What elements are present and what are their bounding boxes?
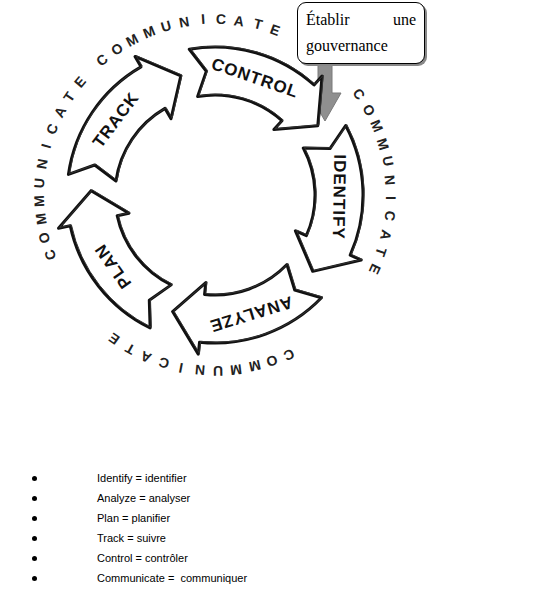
translation-item: Communicate = communiquer	[97, 572, 247, 585]
list-bullet	[32, 576, 37, 581]
ring-label: COMMUNICATE	[30, 72, 90, 265]
list-bullet	[32, 476, 37, 481]
arrow-outline	[173, 264, 322, 354]
callout-box: Établir une gouvernance	[297, 2, 425, 64]
callout-text: Établir une gouvernance	[306, 7, 416, 59]
ring-letter: C	[282, 346, 297, 363]
ring-letter: M	[124, 31, 141, 49]
ring-letter: A	[139, 349, 154, 366]
ring-letter: O	[265, 353, 280, 370]
ring-letter: A	[379, 228, 395, 241]
sketch-stroke	[174, 264, 323, 354]
list-bullet	[32, 496, 37, 501]
ring-label: COMMUNICATE	[92, 10, 285, 70]
cycle-arrow: IDENTIFY	[291, 121, 367, 276]
ring-letter: I	[178, 361, 184, 375]
ring-letter: A	[233, 13, 245, 28]
cycle-arrow: PLAN	[54, 186, 176, 333]
cycle-arrow: CONTROL	[185, 43, 327, 134]
ring-letter: U	[213, 364, 223, 378]
translation-item: Identify = identifier	[97, 472, 187, 485]
arrow-outline	[189, 47, 322, 130]
ring-letter: I	[39, 143, 54, 151]
ring-letter: O	[360, 102, 378, 118]
list-bullet	[32, 536, 37, 541]
ring-letter: C	[216, 12, 227, 26]
sketch-stroke	[297, 125, 365, 271]
list-bullet	[32, 556, 37, 561]
translation-item: Plan = planifier	[97, 512, 170, 525]
ring-letter: N	[178, 14, 190, 30]
arrow-label: IDENTIFY	[329, 154, 349, 240]
list-bullet	[32, 516, 37, 521]
ring-letter: C	[382, 211, 397, 223]
ring-letter: T	[252, 16, 264, 32]
ring-letter: A	[51, 105, 68, 121]
ring-letter: T	[123, 341, 137, 357]
ring-label: COMMUNICATE	[350, 85, 400, 279]
ring-letter: O	[108, 40, 125, 58]
cycle-arrow: TRACK	[64, 52, 185, 186]
ring-letter: T	[373, 246, 389, 259]
ring-letter: M	[375, 136, 392, 151]
ring-letter: M	[33, 213, 48, 227]
ring-letter: I	[200, 12, 205, 26]
ring-letter: I	[384, 196, 398, 200]
ring-letter: C	[41, 248, 58, 262]
ring-letter: C	[157, 355, 171, 371]
ring-letter: T	[61, 89, 77, 104]
ring-letter: C	[43, 122, 60, 137]
ring-label: COMMUNICATE	[105, 330, 299, 380]
sketch-stroke	[70, 56, 182, 181]
ring-letter: E	[72, 74, 89, 90]
ring-letter: U	[32, 177, 47, 188]
sketch-stroke	[191, 46, 324, 129]
ring-letter: M	[368, 118, 385, 134]
ring-letter: N	[194, 363, 205, 378]
arrow-outline	[68, 56, 180, 181]
ring-letter: U	[380, 155, 396, 168]
ring-letter: M	[230, 362, 243, 377]
ring-letter: O	[36, 231, 52, 245]
ring-letter: U	[160, 18, 174, 34]
sketch-stroke	[60, 190, 173, 327]
ring-letter: N	[34, 158, 50, 170]
ring-letter: M	[32, 195, 46, 207]
ring-letter: C	[351, 86, 368, 102]
translation-item: Control = contrôler	[97, 552, 188, 565]
ring-letter: E	[268, 21, 282, 37]
ring-letter: E	[366, 262, 383, 276]
translation-item: Analyze = analyser	[97, 492, 190, 505]
translation-item: Track = suivre	[97, 532, 166, 545]
ring-letter: M	[141, 23, 157, 40]
ring-letter: E	[106, 331, 122, 348]
cycle-arrow: ANALYZE	[168, 260, 326, 359]
ring-letter: C	[93, 52, 110, 69]
ring-letter: N	[383, 174, 398, 185]
arrow-outline	[59, 191, 172, 328]
ring-letter: M	[247, 358, 262, 374]
